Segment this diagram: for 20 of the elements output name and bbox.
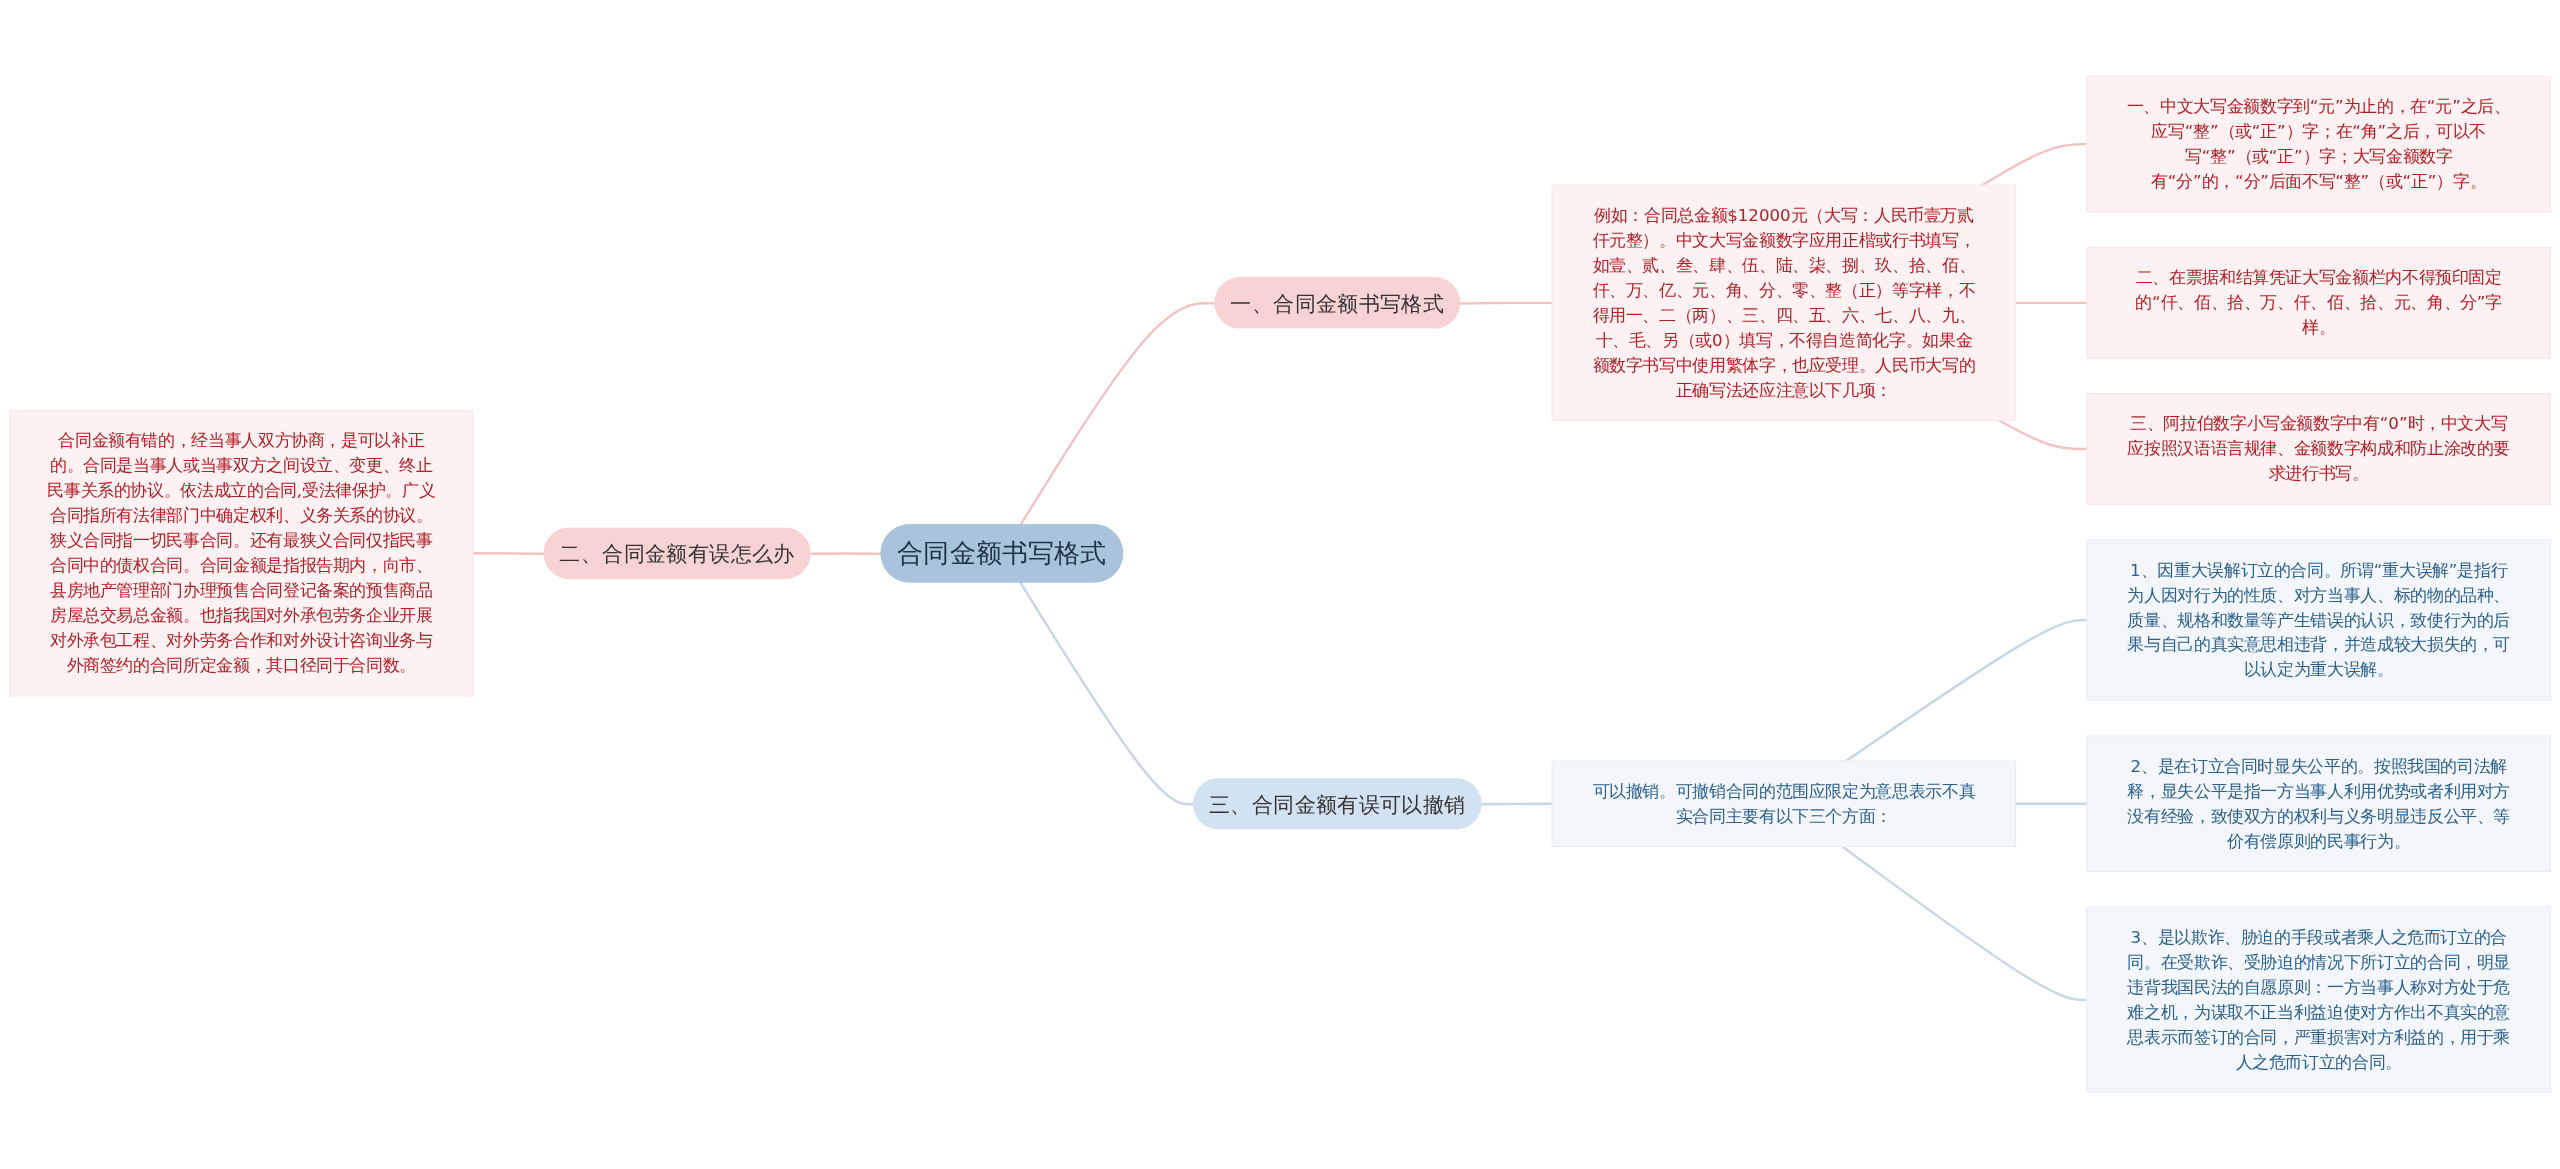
connector [1460, 301, 1553, 305]
node-box: 2、是在订立合同时显失公平的。按照我国的司法解释，显失公平是指一方当事人利用优势或者利用对方没有经验，致使双方的权利与义务明显违反公平、等价有偿原则的民事行为。 [2086, 735, 2552, 873]
connector [2015, 802, 2087, 805]
connector [1998, 419, 2087, 451]
connector [810, 552, 882, 556]
connector [1981, 142, 2087, 187]
node-box: 例如：合同总金额$12000元（大写：人民币壹万贰仟元整）。中文大写金额数字应用正楷或行书填写，如壹、贰、叁、肆、伍、陆、柒、捌、玖、拾、佰、仟、万、亿、元、角、分、零、整（正）等字样，不得用一、二（两）、三、四、五、六、七、八、九、十、毛、另（或0）填写，不得自造简化字。如果金额数字书写中使用繁体字，也应受理。人民币大写的正确写法还应注意以下几项： [1551, 184, 2017, 422]
node-box: 合同金额有错的，经当事人双方协商，是可以补正的。合同是当事人或当事双方之间设立、变更、终止民事关系的协议。依法成立的合同,受法律保护。广义合同指所有法律部门中确定权利、义务关系的协议。狭义合同指一切民事合同。还有最狭义合同仅指民事合同中的债权合同。合同金额是指报告期内，向市、县房地产管理部门办理预售合同登记备案的预售商品房屋总交易总金额。也指我国对外承包劳务企业开展对外承包工程、对外劳务合作和对外设计咨询业务与外商签约的合同所定金额，其口径同于合同数。 [8, 410, 474, 697]
connector [1845, 618, 2087, 762]
node-box: 二、在票据和结算凭证大写金额栏内不得预印固定的“仟、佰、拾、万、仟、佰、拾、元、角、分”字样。 [2086, 246, 2552, 359]
connector [1841, 845, 2087, 1002]
node-box: 三、阿拉伯数字小写金额数字中有“0”时，中文大写应按照汉语语言规律、金额数字构成和防止涂改的要求进行书写。 [2086, 393, 2552, 505]
connector [473, 552, 545, 556]
node-box: 一、中文大写金额数字到“元”为止的，在“元”之后、应写“整”（或“正”）字；在“角”之后，可以不写“整”（或“正”）字；大写金额数字有“分”的，“分”后面不写“整”（或“正”）字。 [2086, 75, 2552, 213]
connector [1019, 302, 1216, 526]
node-box: 可以撤销。可撤销合同的范围应限定为意思表示不真实合同主要有以下三个方面： [1551, 760, 2017, 848]
connector [1481, 802, 1553, 806]
node-box: 3、是以欺诈、胁迫的手段或者乘人之危而订立的合同。在受欺诈、受胁迫的情况下所订立的合同，明显违背我国民法的自愿原则：一方当事人称对方处于危难之机，为谋取不正当利益迫使对方作出不真实的意思表示而签订的合同，严重损害对方利益的，用于乘人之危而订立的合同。 [2086, 906, 2552, 1094]
node-box: 1、因重大误解订立的合同。所谓“重大误解”是指行为人因对行为的性质、对方当事人、标的物的品种、质量、规格和数量等产生错误的认识，致使行为的后果与自己的真实意思相违背，并造成较大损失的，可以认定为重大误解。 [2086, 539, 2552, 701]
connector [2015, 301, 2087, 304]
